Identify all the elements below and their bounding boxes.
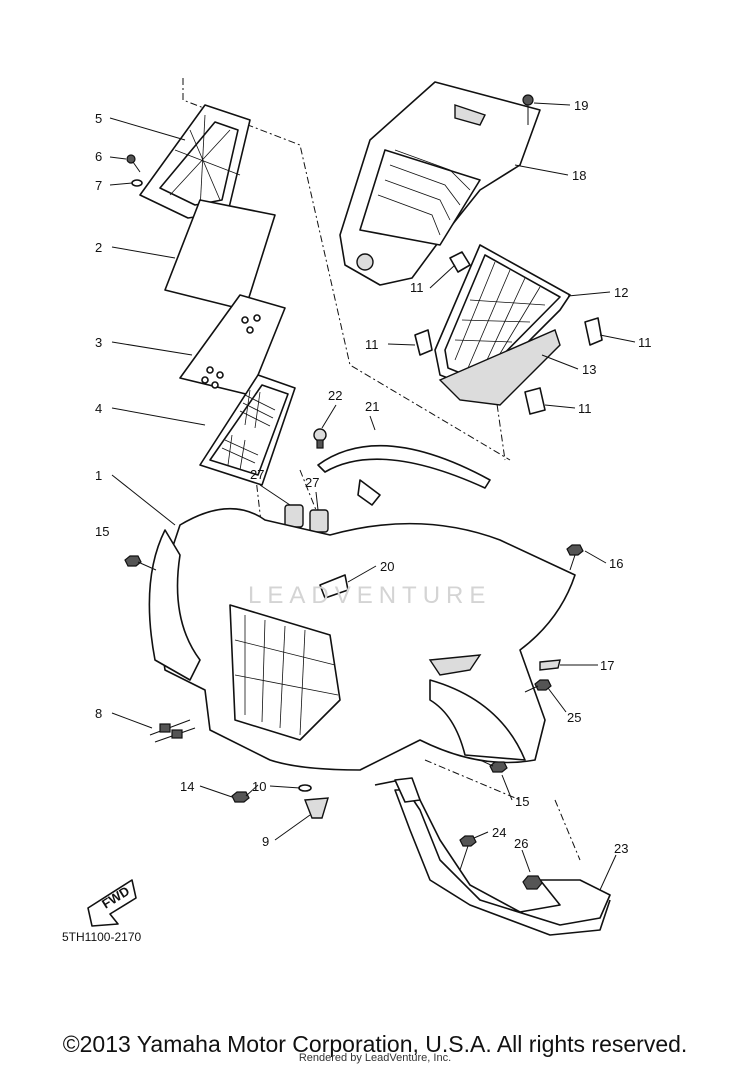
screw-6[interactable] — [126, 154, 141, 173]
bolt-19[interactable] — [522, 94, 534, 125]
callout-5: 5 — [95, 111, 102, 126]
washer-10[interactable] — [298, 784, 312, 792]
callout-27-a: 27 — [250, 467, 264, 482]
callout-6: 6 — [95, 149, 102, 164]
callout-25: 25 — [567, 710, 581, 725]
callout-18: 18 — [572, 168, 586, 183]
front-fender[interactable] — [148, 507, 576, 771]
callout-11-a: 11 — [410, 280, 424, 295]
callout-21: 21 — [365, 399, 379, 414]
bracket-20[interactable] — [319, 574, 349, 599]
callout-15-b: 15 — [515, 794, 529, 809]
fwd-arrow-icon: FWD — [87, 879, 137, 927]
callout-22: 22 — [328, 388, 342, 403]
clip-11-b[interactable] — [584, 317, 603, 346]
callout-7: 7 — [95, 178, 102, 193]
bolt-25[interactable] — [524, 679, 552, 693]
clip-11-d[interactable] — [524, 387, 546, 415]
callout-26: 26 — [514, 836, 528, 851]
nut-26[interactable] — [522, 875, 543, 890]
bolt-24[interactable] — [459, 835, 477, 871]
plate[interactable] — [164, 199, 276, 311]
diagram-code: 5TH1100-2170 — [62, 930, 142, 944]
bolt-14[interactable] — [231, 784, 259, 803]
bolt-15-a[interactable] — [124, 555, 157, 571]
callout-11-c: 11 — [365, 337, 379, 352]
callout-10: 10 — [252, 779, 266, 794]
front-grille[interactable] — [434, 244, 571, 391]
renderer-credit: Rendered by LeadVenture, Inc. — [298, 1052, 452, 1064]
callout-24: 24 — [492, 825, 506, 840]
grille-backing[interactable] — [438, 329, 561, 406]
damper-27-a[interactable] — [284, 504, 304, 528]
callout-17: 17 — [600, 658, 614, 673]
callout-11-b: 11 — [638, 335, 652, 350]
washer-7[interactable] — [131, 179, 143, 187]
front-cover[interactable] — [339, 81, 541, 286]
clip-11-a[interactable] — [449, 251, 471, 273]
callout-11-d: 11 — [578, 401, 592, 416]
rivet-22[interactable] — [313, 428, 327, 449]
watermark: LEADVENTURE — [248, 582, 492, 609]
front-guard-23[interactable] — [374, 777, 611, 936]
callout-4: 4 — [95, 401, 102, 416]
clip-11-c[interactable] — [414, 329, 433, 356]
bolt-16[interactable] — [566, 544, 584, 571]
bolt-set-8[interactable] — [149, 719, 196, 743]
callout-19: 19 — [574, 98, 588, 113]
copyright-notice: ©2013 Yamaha Motor Corporation, U.S.A. A… — [62, 1031, 688, 1057]
mesh-filter[interactable] — [199, 374, 296, 486]
callout-14: 14 — [180, 779, 194, 794]
bolt-15-b[interactable] — [479, 759, 508, 773]
callout-23: 23 — [614, 841, 628, 856]
callout-16: 16 — [609, 556, 623, 571]
callout-8: 8 — [95, 706, 102, 721]
cap-9[interactable] — [304, 797, 329, 819]
callout-labels: 5 6 7 2 3 4 1 15 8 14 10 9 19 18 11 12 1… — [95, 98, 652, 856]
clip-17[interactable] — [539, 659, 561, 671]
callout-leaders — [109, 102, 636, 891]
callout-12: 12 — [614, 285, 628, 300]
callout-2: 2 — [95, 240, 102, 255]
callout-15-a: 15 — [95, 524, 109, 539]
air-box-lid-frame[interactable] — [139, 104, 251, 219]
callout-27-b: 27 — [305, 475, 319, 490]
callout-9: 9 — [262, 834, 269, 849]
damper-27-b[interactable] — [309, 509, 329, 533]
callout-20: 20 — [380, 559, 394, 574]
callout-13: 13 — [582, 362, 596, 377]
callout-1: 1 — [95, 468, 102, 483]
bracket-21[interactable] — [317, 444, 491, 506]
callout-3: 3 — [95, 335, 102, 350]
